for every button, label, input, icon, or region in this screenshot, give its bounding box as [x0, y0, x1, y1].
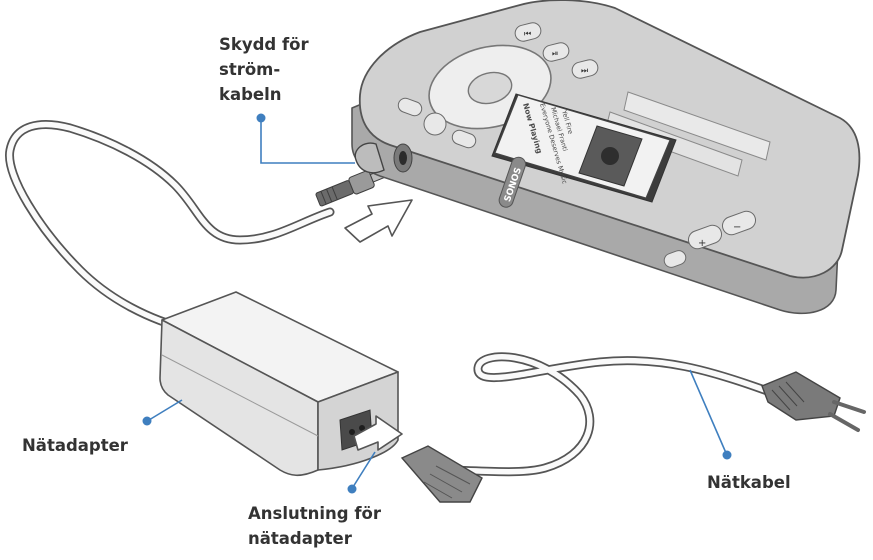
dc-plug: [315, 169, 386, 207]
controller-screen: Now Playing Everyone Deserves Music Mich…: [494, 94, 671, 199]
power-cable-cover: [354, 142, 413, 174]
label-adapter-connector-line-1: Anslutning för: [248, 504, 381, 523]
svg-text:−: −: [733, 222, 741, 233]
svg-text:⏯: ⏯: [552, 49, 558, 58]
sonos-controller: ⏮ ⏯ ⏭ + − Now Playing Everyone Deserves …: [351, 0, 861, 315]
label-power-cable-cover-line-1: Skydd för: [219, 35, 309, 54]
svg-text:+: +: [698, 238, 706, 249]
dc-power-cord: [5, 120, 335, 335]
mains-cable: [435, 352, 775, 477]
svg-text:⏮: ⏮: [524, 29, 531, 38]
svg-text:⏭: ⏭: [581, 66, 588, 75]
label-mains-cable-line-1: Nätkabel: [707, 473, 791, 492]
label-mains-cable: Nätkabel: [707, 470, 791, 495]
label-power-cable-cover-line-3: kabeln: [219, 85, 282, 104]
label-power-adapter: Nätadapter: [22, 433, 128, 458]
label-power-adapter-line-1: Nätadapter: [22, 436, 128, 455]
ac-insert-arrow: [353, 415, 403, 451]
label-power-cable-cover-line-2: ström-: [219, 60, 281, 79]
dc-insert-arrow: [344, 199, 413, 243]
label-adapter-connector: Anslutning för nätadapter: [248, 501, 381, 551]
callout-dots: [142, 113, 732, 494]
callout-lines: [148, 120, 727, 488]
label-adapter-connector-line-2: nätadapter: [248, 529, 352, 548]
europlug: [761, 371, 866, 432]
transport-buttons: ⏮ ⏯ ⏭: [514, 22, 599, 79]
label-power-cable-cover: Skydd för ström- kabeln: [219, 32, 309, 107]
iec-connector: [400, 445, 483, 503]
